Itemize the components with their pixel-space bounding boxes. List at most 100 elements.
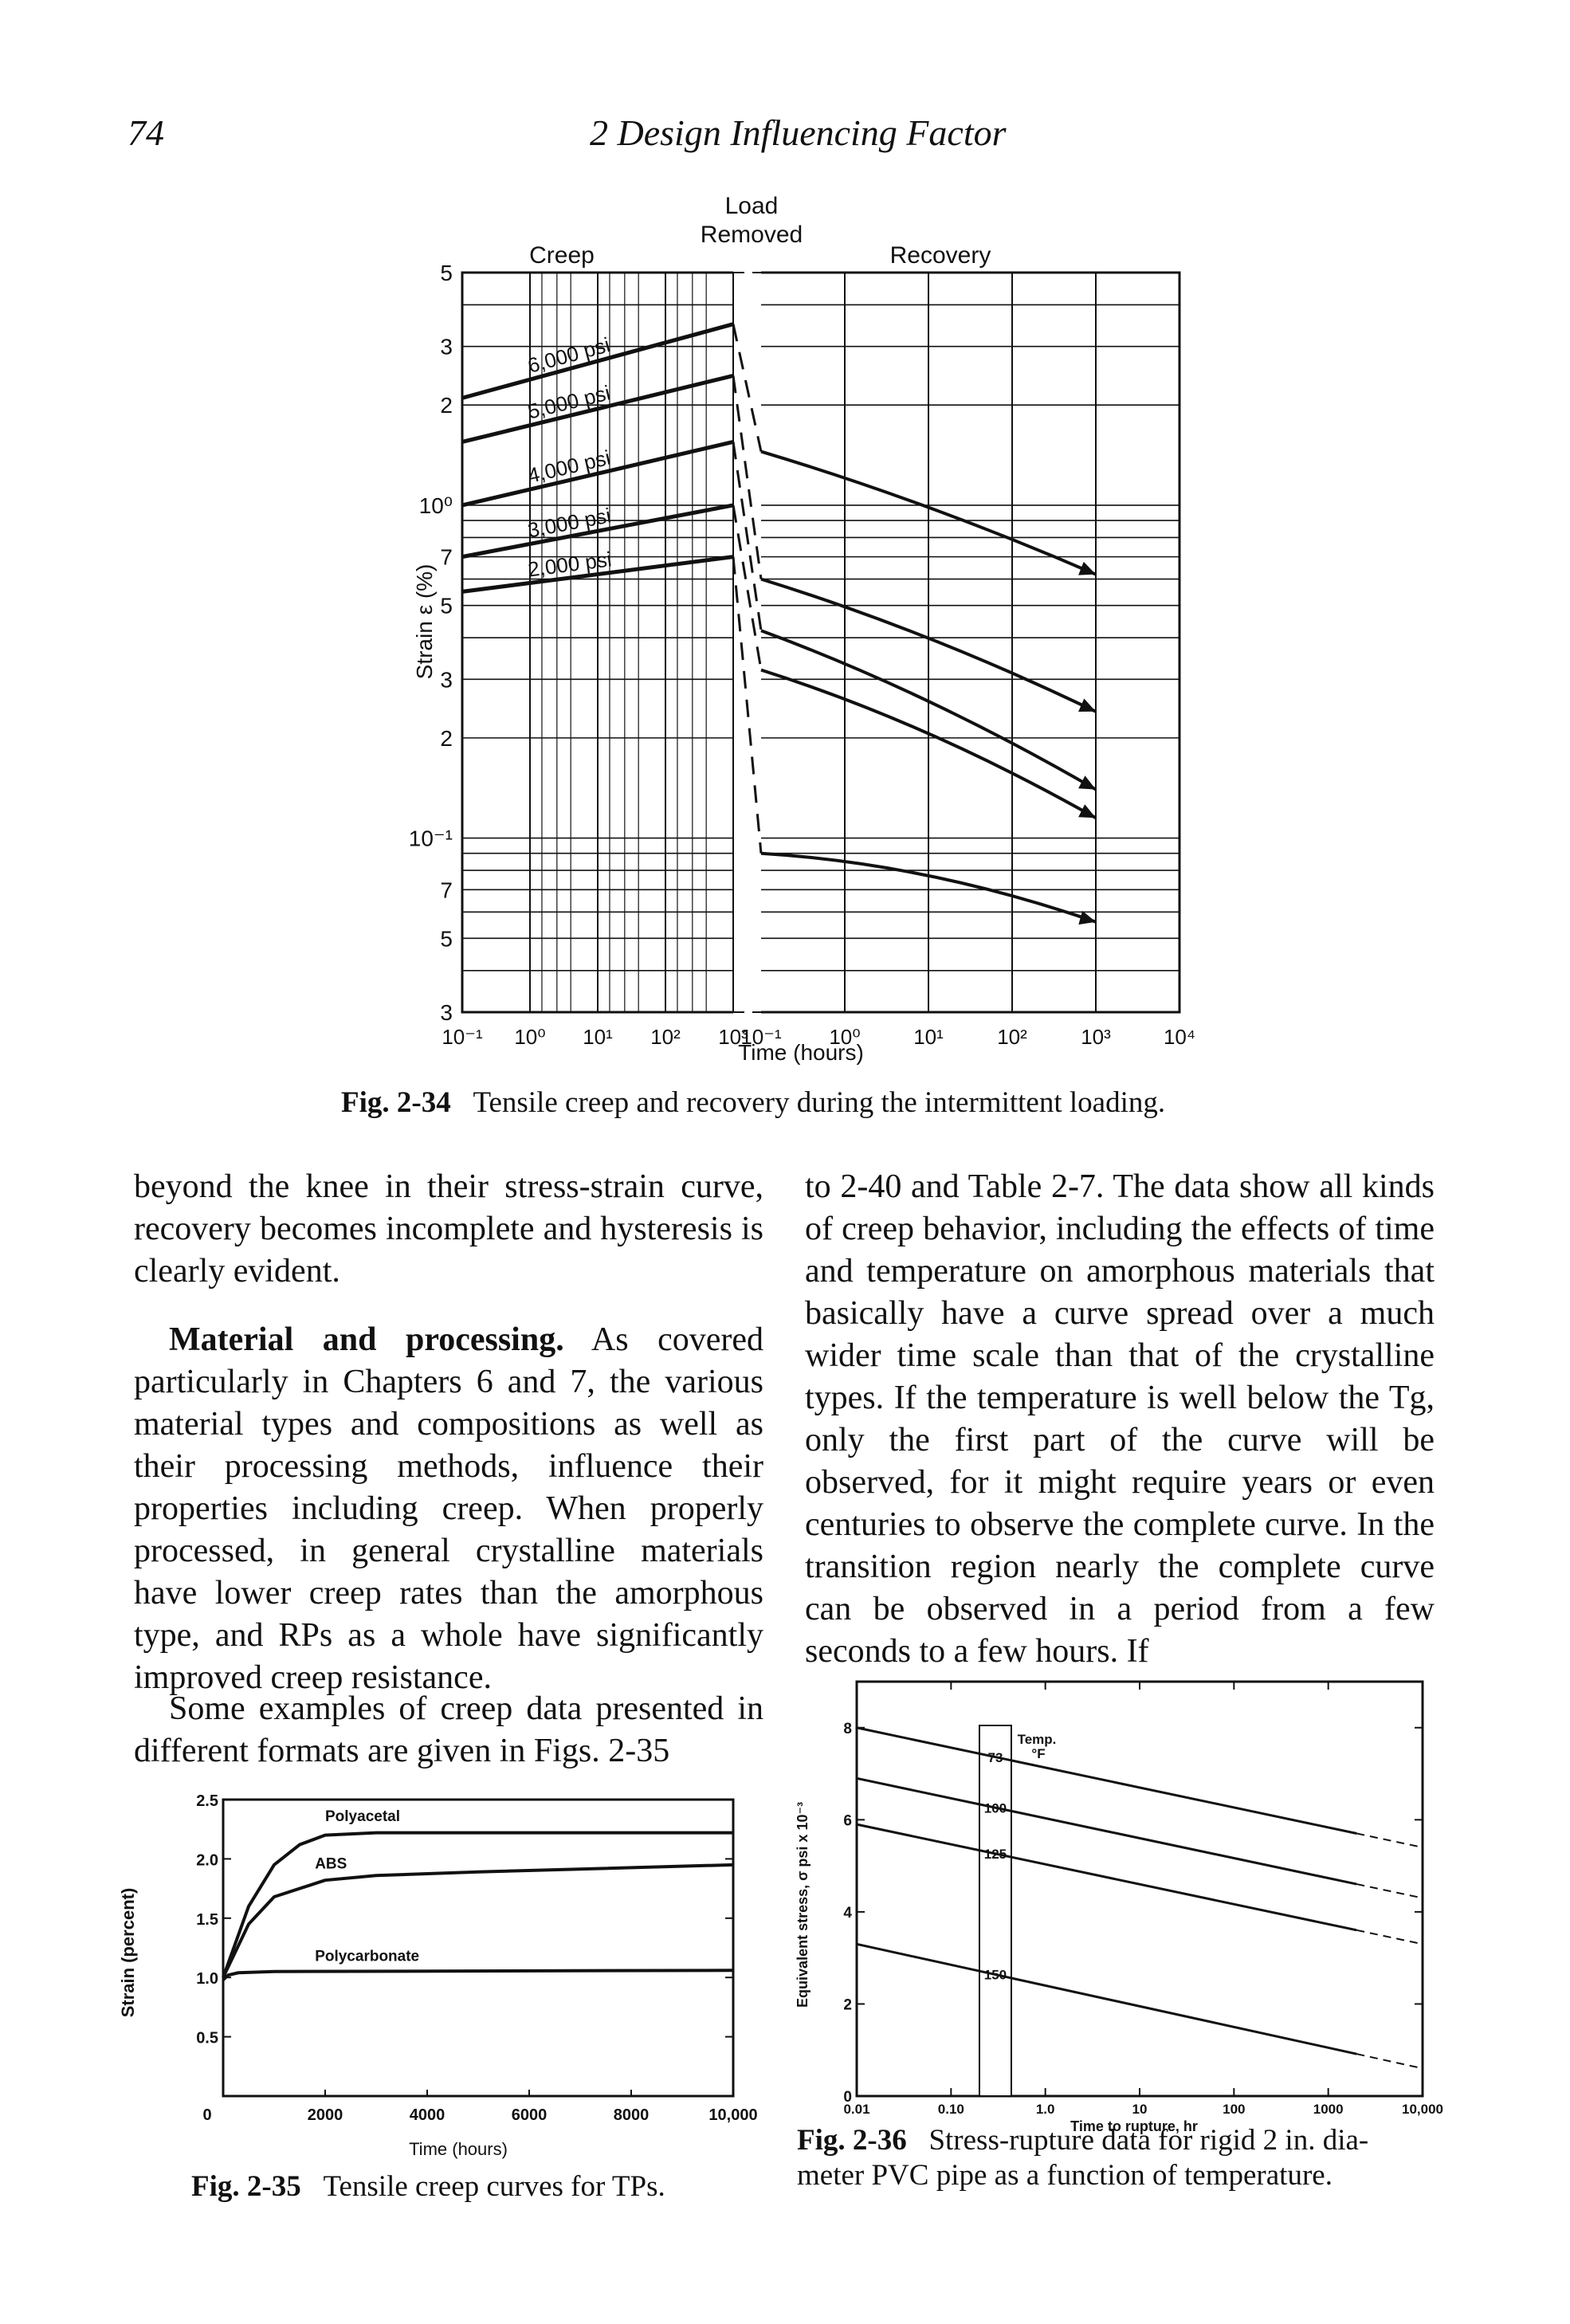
fig-2-35-caption: Fig. 2-35 Tensile creep curves for TPs. bbox=[191, 2169, 749, 2204]
fig35-y-tick-label: 2.0 bbox=[196, 1851, 218, 1869]
fig34-y-tick-label: 2 bbox=[440, 393, 453, 418]
fig36-x-tick-label: 1.0 bbox=[1036, 2102, 1055, 2117]
fig35-y-tick-label: 1.0 bbox=[196, 1970, 218, 1988]
fig36-caption-line1: Stress-rupture data for rigid 2 in. dia- bbox=[928, 2124, 1369, 2157]
fig36-y-tick-label: 6 bbox=[843, 1812, 852, 1829]
fig36-series-line bbox=[856, 1942, 1357, 2055]
fig34-x-tick-label: 10⁰ bbox=[514, 1025, 545, 1049]
fig34-x-tick-label: 10² bbox=[650, 1025, 681, 1049]
fig34-y-tick-label: 7 bbox=[440, 545, 453, 570]
fig35-xlabel: Time (hours) bbox=[409, 2139, 508, 2159]
fig34-xlabel: Time (hours) bbox=[738, 1040, 864, 1065]
fig34-x-tick-label: 10¹ bbox=[913, 1025, 944, 1049]
fig35-series-line bbox=[222, 1831, 733, 1978]
fig-2-34-chart: Load Removed Creep Recovery Strain ε (%)… bbox=[409, 193, 1195, 1065]
fig35-caption-text: Tensile creep curves for TPs. bbox=[323, 2170, 665, 2203]
left-paragraph-2-text: As covered particularly in Chapters 6 an… bbox=[134, 1321, 763, 1696]
fig35-series-label: Polyacetal bbox=[325, 1808, 400, 1825]
left-paragraph-3: Some examples of creep data presented in… bbox=[134, 1690, 763, 1769]
fig34-arrowhead bbox=[1078, 804, 1096, 819]
fig34-label: Fig. 2-34 bbox=[341, 1086, 451, 1119]
fig34-x-tick-label: 10³ bbox=[1081, 1025, 1111, 1049]
fig36-caption-line2: meter PVC pipe as a function of temperat… bbox=[797, 2159, 1333, 2192]
fig34-x-tick-label: 10⁴ bbox=[1164, 1025, 1195, 1049]
fig35-ylabel: Strain (percent) bbox=[120, 1888, 138, 2018]
fig35-x-tick-label: 0 bbox=[202, 2106, 211, 2124]
fig34-drop-line bbox=[732, 556, 763, 854]
fig34-y-tick-label: 3 bbox=[440, 1000, 453, 1025]
fig34-y-tick-label: 5 bbox=[440, 261, 453, 285]
fig35-y-tick-label: 2.5 bbox=[196, 1792, 218, 1810]
fig35-series-label: ABS bbox=[315, 1855, 347, 1872]
fig34-y-tick-label: 5 bbox=[440, 594, 453, 618]
fig36-series-extrapolation bbox=[1356, 1883, 1423, 1899]
fig35-x-tick-label: 2000 bbox=[308, 2106, 343, 2124]
fig36-temp-label: Temp. bbox=[1018, 1732, 1057, 1747]
fig36-plot-frame bbox=[855, 1680, 1424, 2098]
fig34-x-tick-label: 10³ bbox=[718, 1025, 748, 1049]
right-paragraph-1: to 2-40 and Table 2-7. The data show all… bbox=[805, 1168, 1435, 1670]
section-heading: Material and processing. bbox=[169, 1321, 564, 1358]
fig34-y-tick-label: 3 bbox=[440, 335, 453, 359]
fig34-y-tick-label: 10⁰ bbox=[419, 493, 453, 518]
fig34-y-tick-label: 3 bbox=[440, 667, 453, 692]
fig36-temp-unit: °F bbox=[1031, 1746, 1045, 1761]
fig34-load-removed-2: Removed bbox=[701, 222, 803, 248]
fig34-recovery-line bbox=[760, 577, 1097, 713]
fig34-recovery-line bbox=[760, 851, 1097, 924]
fig36-temp-value: 125 bbox=[984, 1847, 1007, 1862]
fig35-x-tick-label: 10,000 bbox=[708, 2106, 757, 2124]
fig34-x-tick-label: 10⁰ bbox=[829, 1025, 860, 1049]
fig36-series-extrapolation bbox=[1356, 1929, 1423, 1945]
fig34-creep-line bbox=[461, 440, 734, 508]
fig36-temp-box bbox=[978, 1725, 1012, 2097]
fig36-series-line bbox=[856, 1726, 1357, 1835]
fig35-y-tick-label: 1.5 bbox=[196, 1911, 218, 1929]
fig35-y-tick-label: 0.5 bbox=[196, 2030, 218, 2047]
fig34-arrowhead bbox=[1078, 775, 1096, 790]
fig35-label: Fig. 2-35 bbox=[191, 2170, 301, 2203]
fig36-x-tick-label: 100 bbox=[1223, 2102, 1245, 2117]
fig36-temp-value: 73 bbox=[987, 1750, 1003, 1765]
page-number: 74 bbox=[128, 112, 164, 153]
fig36-y-tick-label: 8 bbox=[843, 1721, 852, 1737]
fig34-drop-line bbox=[732, 442, 763, 631]
fig35-x-tick-label: 4000 bbox=[410, 2106, 445, 2124]
fig34-recovery-label: Recovery bbox=[890, 242, 991, 269]
fig34-drop-line bbox=[732, 324, 763, 452]
left-paragraph-1: beyond the knee in their stress-strain c… bbox=[134, 1168, 763, 1290]
fig36-x-tick-label: 0.10 bbox=[938, 2102, 964, 2117]
fig34-creep-line bbox=[461, 555, 734, 594]
fig-2-34-caption: Fig. 2-34 Tensile creep and recovery dur… bbox=[341, 1085, 1297, 1121]
fig35-x-tick-label: 8000 bbox=[614, 2106, 650, 2124]
fig36-series-extrapolation bbox=[1356, 1832, 1423, 1848]
fig34-arrowhead bbox=[1078, 698, 1096, 713]
fig36-x-tick-label: 0.01 bbox=[843, 2102, 869, 2117]
fig36-temp-value: 150 bbox=[984, 1968, 1007, 1983]
fig34-creep-label: Creep bbox=[529, 242, 595, 269]
fig34-drop-line bbox=[732, 375, 763, 579]
fig34-y-tick-label: 7 bbox=[440, 877, 453, 902]
fig36-x-tick-label: 1000 bbox=[1313, 2102, 1344, 2117]
fig36-x-tick-label: 10,000 bbox=[1402, 2102, 1443, 2117]
fig34-arrowhead bbox=[1078, 910, 1096, 925]
fig36-y-tick-label: 0 bbox=[843, 2089, 852, 2106]
fig-2-36-caption: Fig. 2-36 Stress-rupture data for rigid … bbox=[797, 2123, 1450, 2193]
fig35-series-line bbox=[222, 1969, 734, 1981]
fig34-load-removed-1: Load bbox=[725, 193, 779, 219]
fig34-caption-text: Tensile creep and recovery during the in… bbox=[473, 1086, 1166, 1119]
fig-2-36-chart: Equivalent stress, σ psi x 10⁻³ Time to … bbox=[795, 1680, 1443, 2134]
fig36-x-tick-label: 10 bbox=[1132, 2102, 1148, 2117]
fig34-arrowhead bbox=[1078, 561, 1096, 575]
fig36-series-extrapolation bbox=[1356, 2053, 1423, 2070]
fig34-y-tick-label: 10⁻¹ bbox=[409, 826, 453, 851]
fig35-series-line bbox=[222, 1863, 734, 1979]
fig34-grid bbox=[461, 271, 1181, 1014]
fig34-creep-line bbox=[461, 322, 734, 400]
